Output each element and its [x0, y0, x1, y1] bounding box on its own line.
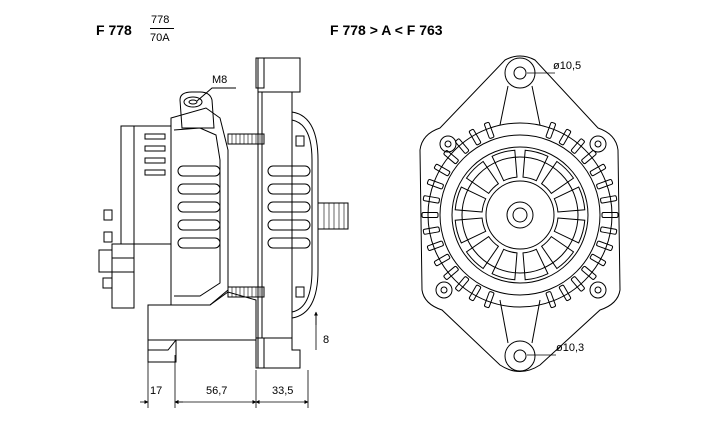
inner-window	[465, 235, 500, 270]
rear-ribs	[177, 165, 221, 249]
vent-slot	[426, 240, 444, 251]
vent-slot	[589, 163, 607, 177]
top-hole-diameter: ø10,5	[553, 60, 582, 72]
model-number: F 778	[96, 22, 132, 38]
vent-slots	[421, 121, 619, 309]
vent-slot	[455, 138, 470, 154]
front-mount-ear	[257, 57, 301, 369]
vent-slot	[422, 226, 440, 235]
dimension-17: 17	[150, 385, 163, 397]
vent-slot	[600, 226, 618, 235]
top-mount-hole	[513, 66, 527, 80]
inner-window	[553, 217, 586, 244]
inner-window	[522, 149, 549, 182]
vent-slot	[455, 276, 470, 292]
outer-vent-ring	[427, 122, 613, 308]
vent-slot	[545, 291, 556, 309]
corner-bolts	[435, 135, 607, 299]
inner-window	[553, 186, 586, 213]
vent-slot	[421, 212, 439, 218]
vent-slot	[545, 121, 556, 139]
front-ribs	[267, 165, 311, 249]
shaft-hub	[506, 201, 534, 229]
vent-slot	[589, 253, 607, 267]
inner-window	[540, 235, 575, 270]
vent-slot	[468, 128, 482, 146]
bottom-hole-diameter: ø10,3	[556, 342, 585, 354]
shaft	[317, 202, 349, 230]
vent-slot	[433, 253, 451, 267]
vent-slot	[581, 265, 597, 280]
inner-window	[454, 186, 487, 213]
vent-slot	[596, 179, 614, 190]
vent-slot	[484, 121, 495, 139]
bottom-mount-lug	[504, 340, 536, 372]
vent-slot	[601, 212, 619, 218]
inner-window	[491, 248, 518, 281]
dimension-56-7: 56,7	[206, 385, 228, 397]
vent-slot	[443, 150, 459, 165]
dimension-33-5: 33,5	[272, 385, 294, 397]
inner-window	[540, 160, 575, 195]
rear-connector	[111, 243, 135, 309]
inner-window	[465, 160, 500, 195]
offset-label: 8	[323, 334, 330, 346]
inner-window	[491, 149, 518, 182]
vent-slot	[570, 276, 585, 292]
inner-windows	[454, 149, 586, 281]
vent-slot	[558, 284, 572, 302]
vent-slot	[484, 291, 495, 309]
bearing-boss	[485, 180, 555, 250]
vent-slot	[558, 128, 572, 146]
bottom-mount-hole	[513, 349, 527, 363]
thread-label: M8	[212, 74, 228, 86]
vent-slot	[596, 240, 614, 251]
inner-window	[522, 248, 549, 281]
vent-slot	[600, 195, 618, 204]
vent-slot	[570, 138, 585, 154]
dimension-lines	[140, 311, 318, 408]
fraction-top: 778	[151, 14, 170, 26]
vent-slot	[422, 195, 440, 204]
hole-leaders	[527, 72, 556, 356]
inner-window	[454, 217, 487, 244]
end-frame-outline	[419, 55, 621, 372]
vent-slot	[581, 150, 597, 165]
fraction-bottom: 70A	[150, 32, 170, 44]
vent-slot	[443, 265, 459, 280]
vent-slot	[426, 179, 444, 190]
vent-slot	[468, 284, 482, 302]
equivalence-note: F 778 > A < F 763	[330, 22, 443, 38]
m8-boss	[179, 91, 215, 129]
front-housing	[291, 111, 319, 319]
fraction-bar	[150, 28, 174, 29]
vent-slot	[433, 163, 451, 177]
